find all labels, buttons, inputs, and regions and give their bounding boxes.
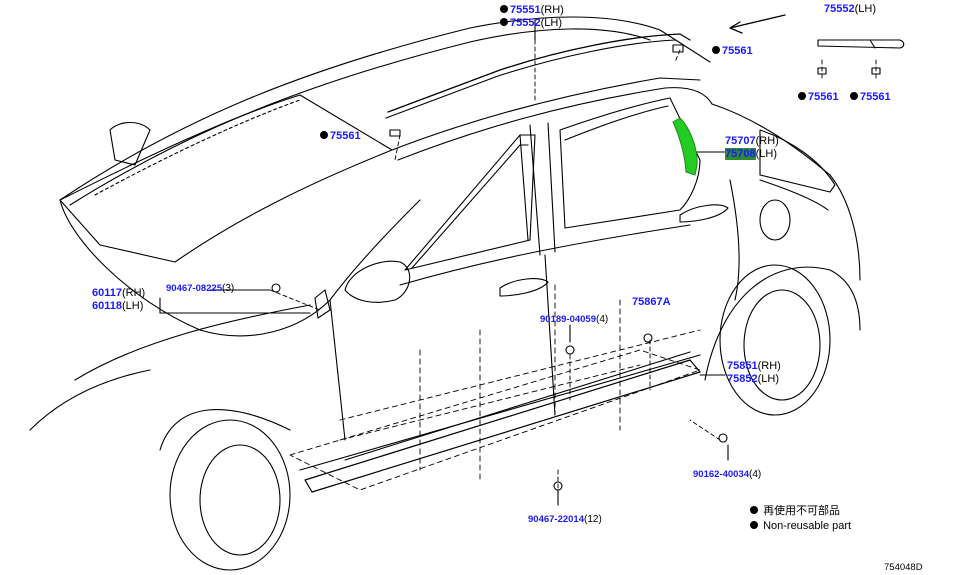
side-mirror bbox=[344, 260, 411, 303]
non-reusable-dot bbox=[798, 92, 806, 101]
figure-code: 754048D bbox=[884, 562, 923, 573]
direction-arrow bbox=[729, 14, 786, 34]
legend-dot bbox=[750, 506, 758, 515]
legend-dot bbox=[750, 521, 758, 530]
label-75561-c: 75561 bbox=[798, 91, 839, 104]
label-75552-inset: 75552(LH) bbox=[824, 3, 876, 15]
highlighted-part-75707 bbox=[672, 117, 698, 176]
non-reusable-dot bbox=[320, 131, 328, 140]
non-reusable-dot bbox=[850, 92, 858, 101]
label-60117: 60117(RH) bbox=[92, 287, 146, 299]
label-75551: 75551(RH) bbox=[500, 4, 564, 17]
front-door-window bbox=[404, 134, 536, 271]
non-reusable-dot bbox=[712, 46, 720, 55]
label-90467-22014: 90467-22014(12) bbox=[528, 514, 602, 525]
label-75552: 75552(LH) bbox=[500, 17, 562, 30]
label-75851: 75851(RH) bbox=[727, 360, 781, 372]
rear-door-handle bbox=[679, 204, 729, 223]
non-reusable-dot bbox=[500, 5, 508, 14]
front-door-handle bbox=[499, 278, 549, 297]
label-75561-b: 75561 bbox=[320, 130, 361, 143]
label-75707: 75707(RH) bbox=[725, 135, 779, 147]
label-90467-08225: 90467-08225(3) bbox=[166, 283, 235, 294]
front-door bbox=[329, 199, 421, 441]
label-75561-a: 75561 bbox=[712, 45, 753, 58]
front-wheel bbox=[169, 419, 291, 571]
roof-outline bbox=[59, 16, 711, 201]
label-90162-40034: 90162-40034(4) bbox=[693, 469, 762, 480]
label-60118: 60118(LH) bbox=[92, 300, 144, 312]
legend-line-en: Non-reusable part bbox=[750, 520, 851, 533]
label-90189-04059: 90189-04059(4) bbox=[540, 314, 609, 325]
non-reusable-dot bbox=[500, 18, 508, 27]
inset-roof-moulding bbox=[817, 39, 905, 49]
label-75867A: 75867A bbox=[632, 296, 671, 308]
rear-door-window bbox=[559, 97, 701, 229]
windshield bbox=[59, 94, 393, 263]
label-75561-d: 75561 bbox=[850, 91, 891, 104]
label-75708: 75708(LH) bbox=[725, 148, 777, 160]
legend-line-jp: 再使用不可部品 bbox=[750, 505, 840, 518]
rocker-moulding bbox=[304, 359, 701, 493]
clips bbox=[271, 44, 881, 491]
label-75852: 75852(LH) bbox=[727, 373, 779, 385]
roof-moulding bbox=[387, 33, 691, 113]
rear-wheel bbox=[719, 264, 831, 416]
